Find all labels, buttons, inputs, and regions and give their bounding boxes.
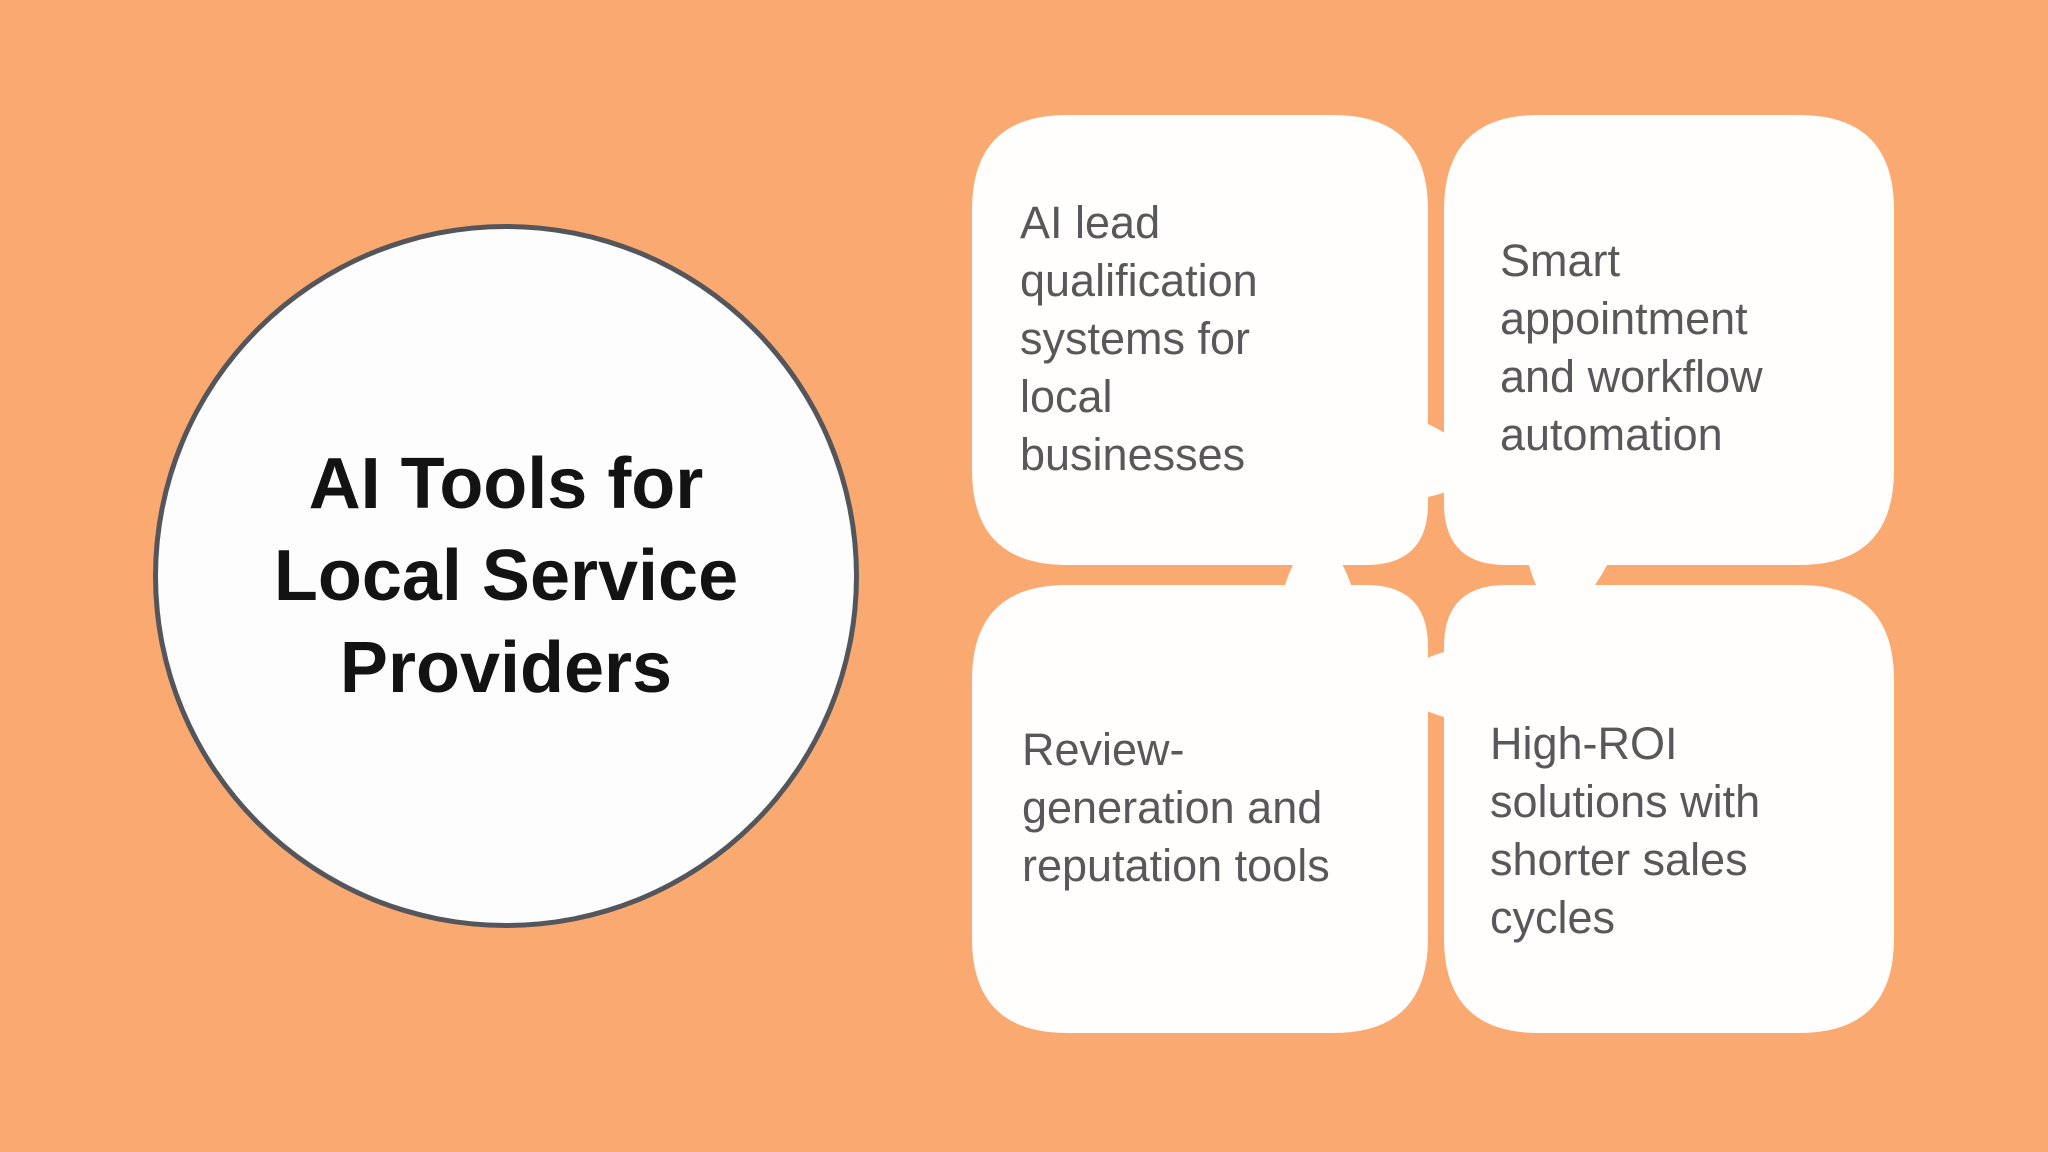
bubble-text-line: local — [1020, 371, 1113, 422]
center-topic-circle: AI Tools for Local Service Providers — [153, 224, 859, 928]
bubble-text-line: businesses — [1020, 429, 1246, 480]
bubble-text-line: systems for — [1020, 313, 1251, 364]
speech-bubble-bottom-right-shape — [1387, 585, 1894, 1033]
bubble-text-line: reputation tools — [1022, 840, 1330, 891]
bubble-text-bottom-right: High-ROI solutions with shorter sales cy… — [1490, 715, 1760, 947]
bubble-text-line: qualification — [1020, 255, 1258, 306]
page-title-line-3: Providers — [339, 628, 673, 708]
bubble-text-line: automation — [1500, 409, 1723, 460]
bubble-text-line: AI lead — [1020, 197, 1161, 248]
bubble-text-line: High-ROI — [1490, 718, 1678, 769]
bubble-text-line: shorter sales — [1490, 834, 1748, 885]
bubble-text-bottom-left: Review- generation and reputation tools — [1022, 721, 1330, 895]
page-title-line-2: Local Service — [273, 536, 739, 616]
speech-bubble-bottom-left-shape — [972, 527, 1428, 1033]
page-title: AI Tools for Local Service Providers — [274, 438, 738, 714]
bubble-text-line: generation and — [1022, 782, 1323, 833]
bubble-text-line: Review- — [1022, 724, 1185, 775]
bubble-text-line: solutions with — [1490, 776, 1761, 827]
bubble-text-top-right: Smart appointment and workflow automatio… — [1500, 232, 1763, 464]
bubble-text-top-left: AI lead qualification systems for local … — [1020, 194, 1258, 484]
speech-bubble-top-right-shape — [1444, 115, 1894, 623]
bubble-text-line: cycles — [1490, 892, 1616, 943]
bubble-text-line: appointment — [1500, 293, 1748, 344]
speech-bubble-top-left-shape — [972, 115, 1491, 565]
bubble-text-line: and workflow — [1500, 351, 1763, 402]
page-title-line-1: AI Tools for — [308, 444, 704, 524]
bubble-text-line: Smart — [1500, 235, 1621, 286]
